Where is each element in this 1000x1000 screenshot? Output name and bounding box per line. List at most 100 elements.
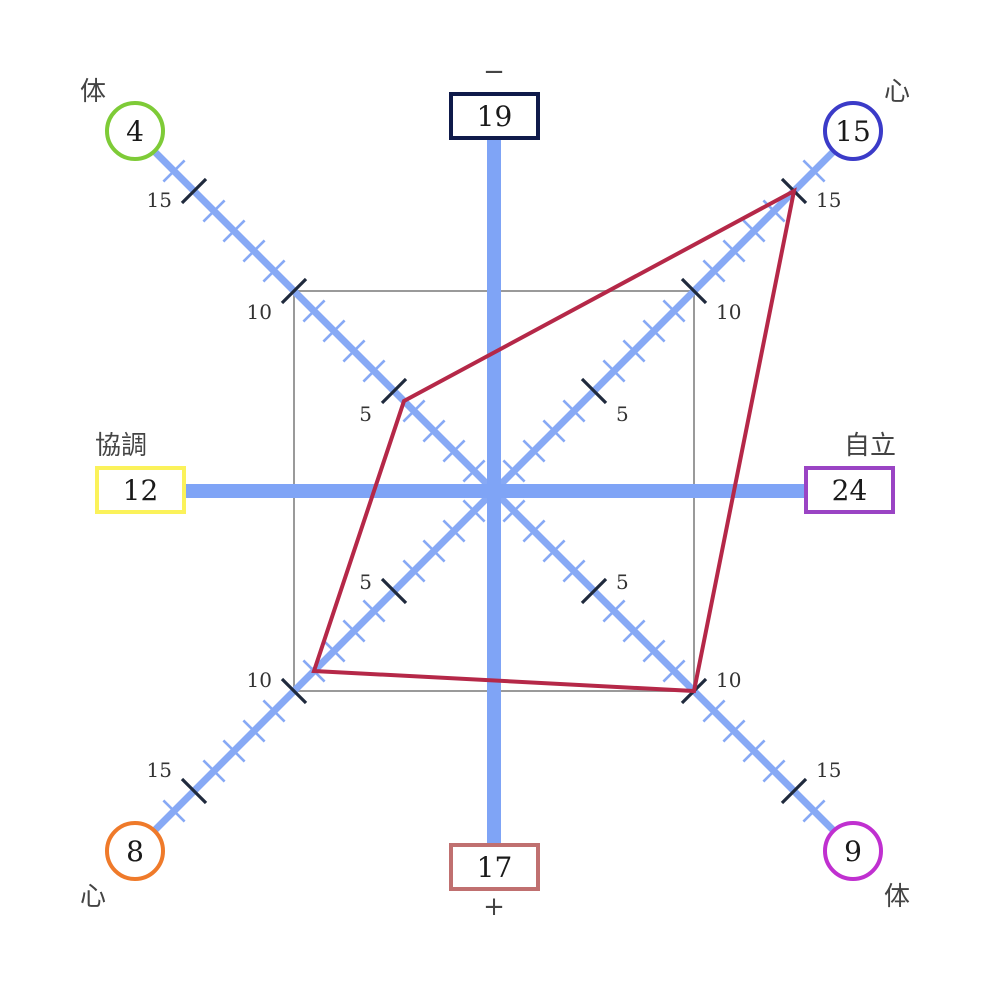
minor-tick	[662, 659, 686, 683]
circle-border	[105, 101, 165, 161]
tick-label-10: 10	[247, 668, 272, 692]
minor-tick	[222, 219, 246, 243]
box-border	[95, 466, 186, 514]
minor-tick	[322, 639, 346, 663]
tick-label-5: 5	[616, 570, 629, 594]
caption-bottom-right: 体	[884, 882, 910, 912]
minor-tick	[722, 719, 746, 743]
minor-tick	[262, 259, 286, 283]
minor-tick	[642, 639, 666, 663]
minor-tick	[202, 199, 226, 223]
caption-top: −	[483, 57, 505, 87]
major-tick	[380, 377, 408, 405]
circle-border	[823, 101, 883, 161]
tick-label-10: 10	[247, 300, 272, 324]
minor-tick	[342, 619, 366, 643]
total-circle-top-right: 15	[823, 101, 883, 161]
minor-tick	[362, 359, 386, 383]
axis-bottom-left	[149, 488, 497, 836]
total-box-bottom: 17	[449, 843, 540, 891]
tick-label-5: 5	[616, 402, 629, 426]
total-box-right: 24	[804, 466, 895, 514]
minor-tick	[662, 299, 686, 323]
axes	[149, 138, 839, 845]
major-tick	[680, 277, 708, 305]
total-value: 19	[477, 100, 513, 133]
minor-tick	[622, 339, 646, 363]
tick-label-15: 15	[816, 188, 841, 212]
caption-bottom-left: 心	[80, 882, 106, 912]
axis-bottom-right	[491, 488, 839, 836]
tick-label-15: 15	[147, 758, 172, 782]
total-value: 12	[123, 474, 159, 507]
minor-tick	[522, 519, 546, 543]
tick-label-10: 10	[716, 668, 741, 692]
minor-tick	[302, 299, 326, 323]
axis-top-left	[149, 146, 497, 494]
minor-tick	[242, 719, 266, 743]
minor-tick	[802, 799, 826, 823]
total-circle-top-left: 4	[105, 101, 165, 161]
total-value: 24	[832, 474, 868, 507]
caption-left: 協調	[95, 431, 147, 461]
caption-bottom: +	[483, 892, 505, 922]
minor-tick	[462, 459, 486, 483]
total-value: 9	[844, 835, 862, 868]
minor-tick	[542, 539, 566, 563]
major-tick	[280, 677, 308, 705]
caption-right: 自立	[844, 431, 896, 461]
score-polygon	[311, 187, 797, 694]
total-circle-bottom-left: 8	[105, 821, 165, 881]
minor-tick	[402, 559, 426, 583]
minor-tick	[522, 439, 546, 463]
total-value: 4	[126, 115, 144, 148]
minor-tick	[162, 159, 186, 183]
caption-top-right: 心	[884, 77, 910, 107]
major-tick	[580, 577, 608, 605]
major-tick	[780, 777, 808, 805]
total-circle-bottom-right: 9	[823, 821, 883, 881]
total-value: 17	[477, 851, 513, 884]
circle-border	[105, 821, 165, 881]
axis-captions: −+協調自立体心心体	[80, 57, 910, 922]
minor-tick	[762, 759, 786, 783]
total-value: 15	[835, 115, 871, 148]
minor-tick	[702, 699, 726, 723]
minor-tick	[562, 399, 586, 423]
ticks: 5 10 15 5 10 15 5 10 15 5 10 15	[147, 159, 841, 823]
caption-top-left: 体	[80, 77, 106, 107]
tick-label-10: 10	[716, 300, 741, 324]
minor-tick	[422, 539, 446, 563]
tick-label-15: 15	[816, 758, 841, 782]
minor-tick	[442, 519, 466, 543]
tick-label-15: 15	[147, 188, 172, 212]
total-box-left: 12	[95, 466, 186, 514]
axis-top-right	[491, 146, 839, 494]
minor-tick	[502, 499, 526, 523]
minor-tick	[542, 419, 566, 443]
minor-tick	[742, 739, 766, 763]
box-border	[804, 466, 895, 514]
tick-label-5: 5	[359, 570, 372, 594]
minor-tick	[442, 439, 466, 463]
total-boxes: 19 17 12 24 4 15 8 9	[95, 92, 895, 891]
total-box-top: 19	[449, 92, 540, 140]
minor-tick	[742, 219, 766, 243]
tick-label-5: 5	[359, 402, 372, 426]
minor-tick	[242, 239, 266, 263]
minor-tick	[462, 499, 486, 523]
major-tick	[180, 177, 208, 205]
circle-border	[823, 821, 883, 881]
minor-tick	[422, 419, 446, 443]
minor-tick	[402, 399, 426, 423]
total-value: 8	[126, 835, 144, 868]
minor-tick	[202, 759, 226, 783]
minor-tick	[722, 239, 746, 263]
minor-tick	[702, 259, 726, 283]
major-tick	[380, 577, 408, 605]
box-border	[449, 92, 540, 140]
minor-tick	[342, 339, 366, 363]
major-tick	[580, 377, 608, 405]
minor-tick	[602, 359, 626, 383]
minor-tick	[802, 159, 826, 183]
